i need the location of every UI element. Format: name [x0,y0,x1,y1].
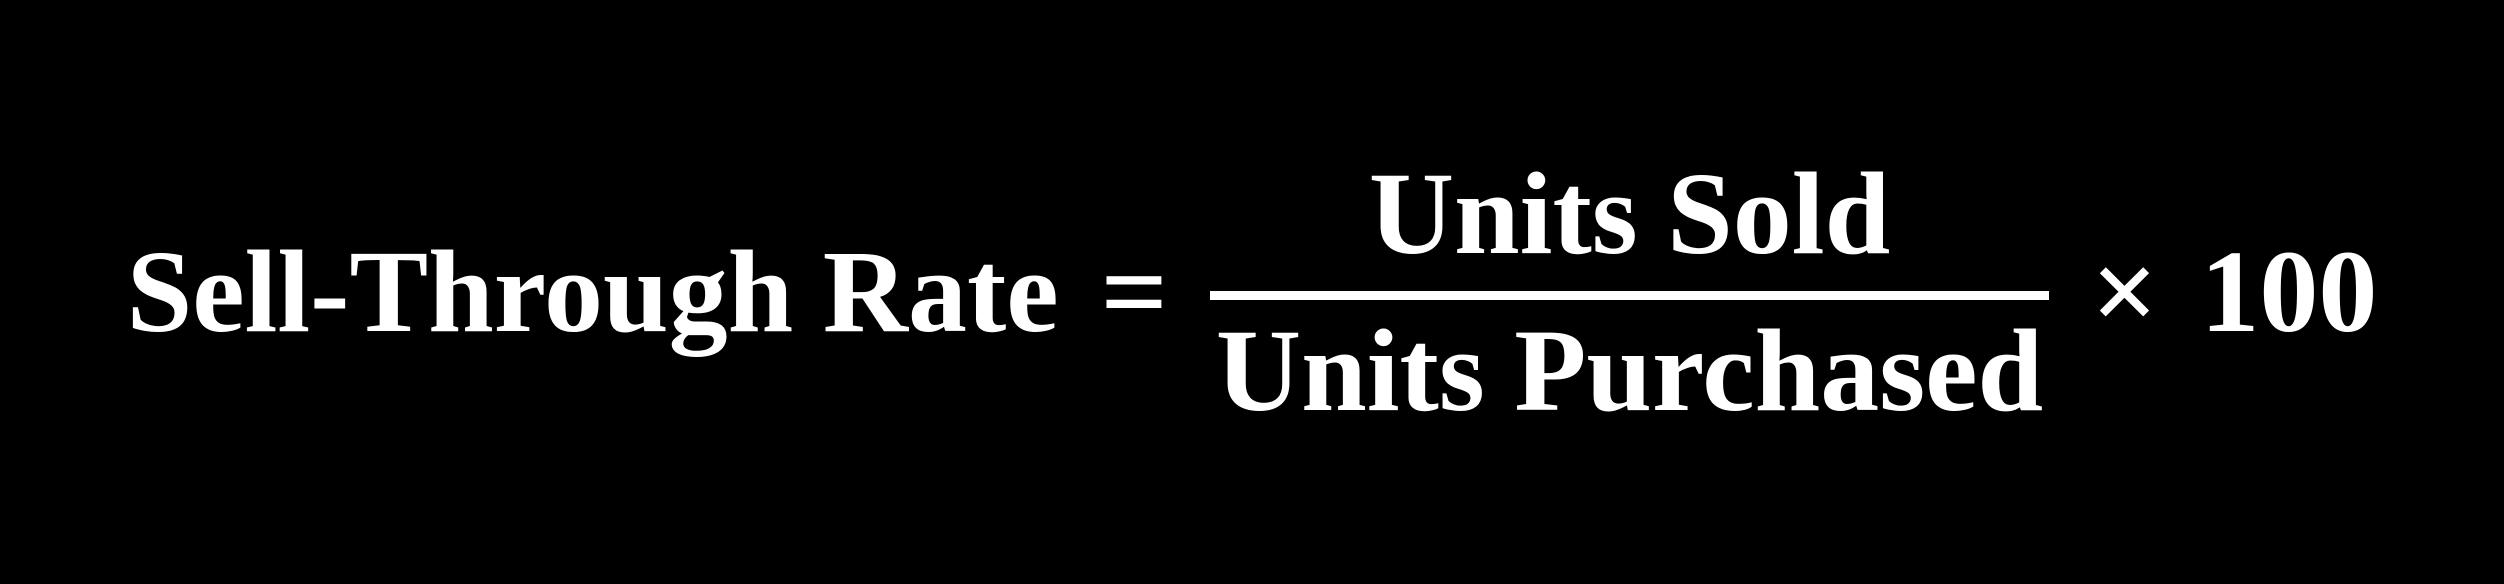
fraction-bar [1209,290,2050,300]
fraction-denominator: Units Purchased [1215,304,2044,436]
sell-through-rate-formula: Sell-Through Rate = Units Sold Units Pur… [126,147,2378,436]
multiplier-value: 100 [2200,226,2378,357]
equals-sign: = [1100,226,1168,357]
multiplication-sign: × [2091,226,2159,357]
fraction: Units Sold Units Purchased [1209,147,2050,436]
fraction-numerator: Units Sold [1368,147,1891,279]
formula-lhs-label: Sell-Through Rate [126,226,1059,357]
